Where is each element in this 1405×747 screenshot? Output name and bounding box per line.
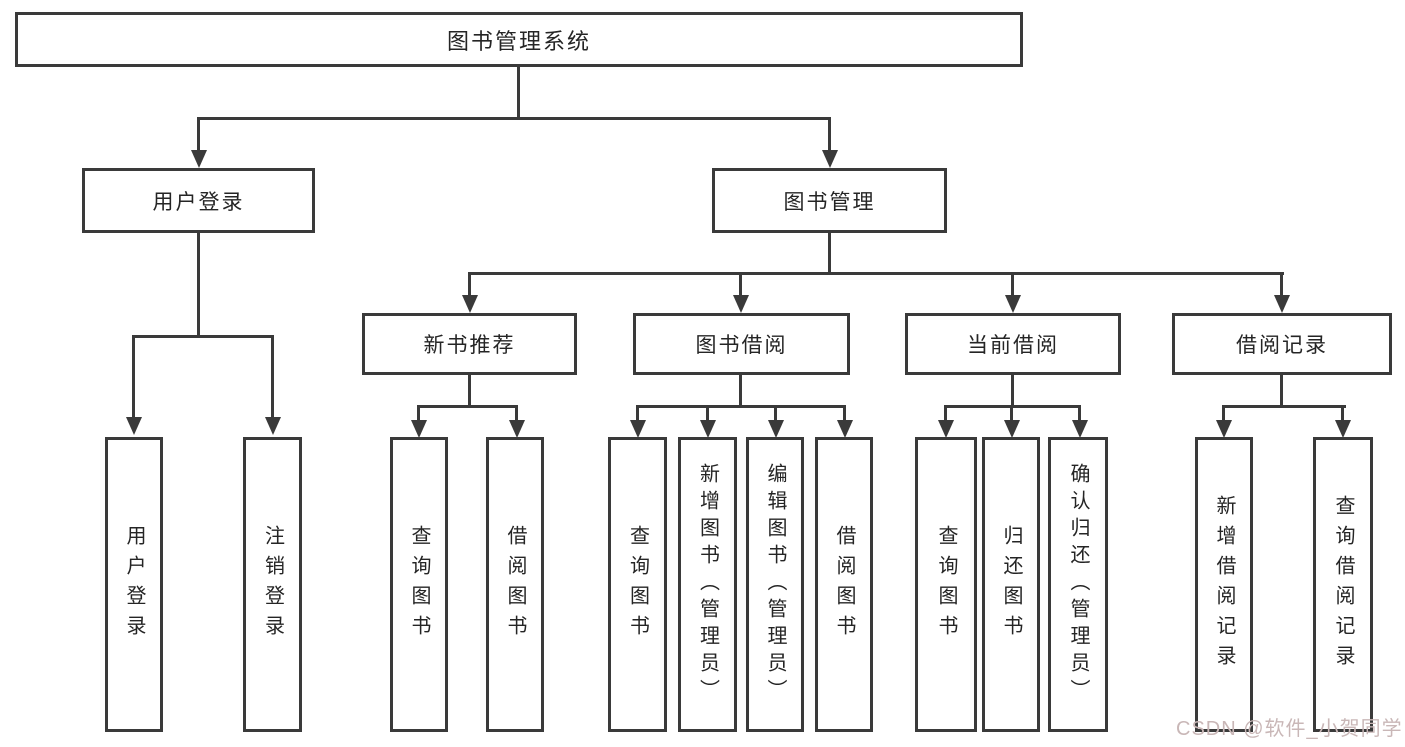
edge-stem bbox=[1341, 405, 1344, 420]
node-book-borrow: 图书借阅 bbox=[633, 313, 850, 375]
leaf-label: 查询图书 bbox=[626, 524, 649, 645]
edge-stem bbox=[1280, 272, 1283, 295]
arrow-down-icon bbox=[191, 150, 207, 168]
arrow-down-icon bbox=[1335, 420, 1351, 438]
edge-stem bbox=[706, 405, 709, 420]
edge-book-mgmt-stem bbox=[828, 233, 831, 272]
node-label: 图书管理系统 bbox=[446, 28, 591, 54]
arrow-down-icon bbox=[509, 420, 525, 438]
leaf-label: 注销登录 bbox=[261, 524, 284, 645]
edge-user-login-rail bbox=[132, 335, 274, 338]
leaf-query-book-current: 查询图书 bbox=[915, 437, 977, 732]
edge-stem bbox=[197, 117, 200, 150]
edge-stem bbox=[132, 335, 135, 417]
leaf-user-login: 用户登录 bbox=[105, 437, 163, 732]
node-user-login: 用户登录 bbox=[82, 168, 315, 233]
edge-stem bbox=[515, 405, 518, 420]
arrow-down-icon bbox=[630, 420, 646, 438]
leaf-return-book: 归还图书 bbox=[982, 437, 1040, 732]
leaf-label: 查询图书 bbox=[935, 524, 957, 645]
arrow-down-icon bbox=[1274, 295, 1290, 313]
leaf-add-book-admin: 新增图书（管理员） bbox=[678, 437, 737, 732]
node-label: 新书推荐 bbox=[423, 334, 516, 357]
leaf-label: 新增借阅记录 bbox=[1213, 494, 1235, 675]
edge-root-stem bbox=[517, 67, 520, 117]
leaf-query-book-recommend: 查询图书 bbox=[390, 437, 448, 732]
leaf-add-borrow-record: 新增借阅记录 bbox=[1195, 437, 1253, 732]
leaf-borrow-book: 借阅图书 bbox=[815, 437, 873, 732]
arrow-down-icon bbox=[1072, 420, 1088, 438]
edge-group-stem bbox=[468, 375, 471, 405]
leaf-label: 借阅图书 bbox=[833, 524, 855, 645]
leaf-label: 归还图书 bbox=[1000, 524, 1022, 645]
node-label: 借阅记录 bbox=[1236, 334, 1328, 357]
edge-stem bbox=[417, 405, 420, 420]
node-new-book-recommend: 新书推荐 bbox=[362, 313, 577, 375]
edge-user-login-stem bbox=[197, 233, 200, 335]
csdn-watermark: CSDN @软件_小贺同学 bbox=[1176, 718, 1403, 740]
leaf-label: 查询图书 bbox=[408, 524, 430, 645]
leaf-label: 编辑图书（管理员） bbox=[764, 463, 786, 706]
arrow-down-icon bbox=[462, 295, 478, 313]
node-label: 用户登录 bbox=[152, 190, 245, 214]
arrow-down-icon bbox=[411, 420, 427, 438]
leaf-label: 新增图书（管理员） bbox=[696, 463, 719, 706]
arrow-down-icon bbox=[822, 150, 838, 168]
edge-stem bbox=[843, 405, 846, 420]
edge-stem bbox=[636, 405, 639, 420]
edge-group-stem bbox=[1280, 375, 1283, 405]
edge-stem bbox=[774, 405, 777, 420]
edge-stem bbox=[944, 405, 947, 420]
node-borrow-record: 借阅记录 bbox=[1172, 313, 1392, 375]
edge-group-rail bbox=[636, 405, 846, 408]
leaf-label: 确认归还（管理员） bbox=[1067, 463, 1089, 706]
node-label: 当前借阅 bbox=[967, 334, 1059, 357]
edge-group-rail bbox=[1222, 405, 1346, 408]
edge-stem bbox=[828, 117, 831, 150]
node-label: 图书管理 bbox=[783, 190, 876, 214]
edge-stem bbox=[1222, 405, 1225, 420]
edge-level3-rail bbox=[468, 272, 1284, 275]
arrow-down-icon bbox=[700, 420, 716, 438]
node-label: 图书借阅 bbox=[695, 334, 788, 357]
arrow-down-icon bbox=[837, 420, 853, 438]
arrow-down-icon bbox=[1216, 420, 1232, 438]
edge-group-stem bbox=[739, 375, 742, 405]
arrow-down-icon bbox=[938, 420, 954, 438]
edge-stem bbox=[1010, 405, 1013, 420]
edge-group-stem bbox=[1011, 375, 1014, 405]
edge-stem bbox=[1011, 272, 1014, 295]
node-book-management: 图书管理 bbox=[712, 168, 947, 233]
leaf-borrow-book-recommend: 借阅图书 bbox=[486, 437, 544, 732]
arrow-down-icon bbox=[768, 420, 784, 438]
leaf-label: 用户登录 bbox=[123, 524, 145, 645]
leaf-confirm-return-admin: 确认归还（管理员） bbox=[1048, 437, 1108, 732]
edge-level2-rail bbox=[197, 117, 831, 120]
leaf-query-borrow-record: 查询借阅记录 bbox=[1313, 437, 1373, 732]
leaf-query-book-borrow: 查询图书 bbox=[608, 437, 667, 732]
node-current-borrow: 当前借阅 bbox=[905, 313, 1121, 375]
arrow-down-icon bbox=[1005, 295, 1021, 313]
arrow-down-icon bbox=[265, 417, 281, 435]
edge-stem bbox=[1078, 405, 1081, 420]
leaf-label: 借阅图书 bbox=[504, 524, 526, 645]
edge-stem bbox=[271, 335, 274, 417]
arrow-down-icon bbox=[126, 417, 142, 435]
leaf-logout: 注销登录 bbox=[243, 437, 302, 732]
edge-group-rail bbox=[417, 405, 518, 408]
edge-stem bbox=[468, 272, 471, 295]
leaf-edit-book-admin: 编辑图书（管理员） bbox=[746, 437, 804, 732]
node-library-management-system: 图书管理系统 bbox=[15, 12, 1023, 67]
edge-stem bbox=[739, 272, 742, 295]
leaf-label: 查询借阅记录 bbox=[1332, 494, 1354, 675]
arrow-down-icon bbox=[1004, 420, 1020, 438]
arrow-down-icon bbox=[733, 295, 749, 313]
